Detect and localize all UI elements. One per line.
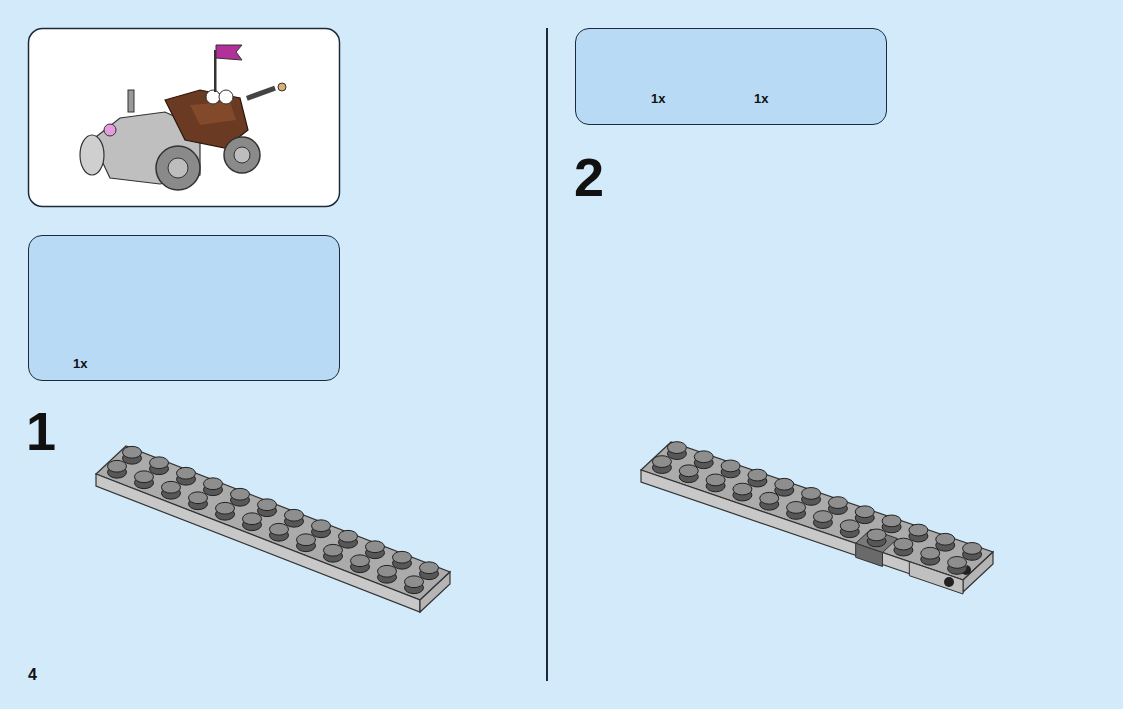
stud-top [963,543,982,555]
stud-top [840,520,859,532]
stud-top [733,483,752,495]
part-count: 1x [754,91,768,106]
model-box [29,29,340,207]
stud-top [706,474,725,486]
stud-top [748,469,767,481]
stud-top [667,442,686,454]
stud-top [177,467,196,479]
stud-top [420,562,439,574]
stud-top [258,499,277,511]
stud-top [393,551,412,563]
stud-top [948,557,967,569]
stud-top [162,481,181,493]
step-number: 1 [26,404,56,458]
bracket-stud [944,577,954,587]
stud-top [297,534,316,546]
stud-top [108,460,127,472]
stud-top [378,565,397,577]
part-count: 1x [651,91,665,106]
plates [96,442,993,612]
stud-top [312,520,331,532]
stud-top [828,497,847,509]
parts-list-box: 1x 1x [575,28,887,125]
part-count: 1x [73,356,87,371]
stud-top [652,456,671,468]
plate-2x12 [641,442,993,594]
stud-top [324,544,343,556]
stud-top [775,478,794,490]
stud-top [679,465,698,477]
stud-top [405,576,424,588]
stud-top [216,502,235,514]
stud-top [802,488,821,500]
stud-top [936,533,955,545]
page-number: 4 [28,667,37,683]
plate-top [96,446,450,600]
stud-top [787,502,806,514]
stud-top [882,515,901,527]
stud-top [243,513,262,525]
stud-top [270,523,289,535]
stud-top [189,492,208,504]
stud-top [855,506,874,518]
stud-top [231,488,250,500]
stud-top [339,530,358,542]
stud-top [760,492,779,504]
model-preview [80,45,286,190]
plate-top [641,442,993,580]
stud-top [867,529,886,541]
stud-top [150,457,169,469]
stud-top [123,446,142,458]
stud-top [351,555,370,567]
stud-top [694,451,713,463]
stud-top [909,524,928,536]
stud-top [894,538,913,550]
stud-top [135,471,154,483]
plate-side [96,474,420,612]
step-number: 2 [574,150,604,204]
stud-top [204,478,223,490]
plate-2x12 [96,446,450,612]
stud-top [366,541,385,553]
stud-top [813,511,832,523]
parts-list-box: 1x [28,235,340,381]
stud-top [721,460,740,472]
stud-top [285,509,304,521]
stud-top [921,547,940,559]
divider-line [546,28,548,681]
